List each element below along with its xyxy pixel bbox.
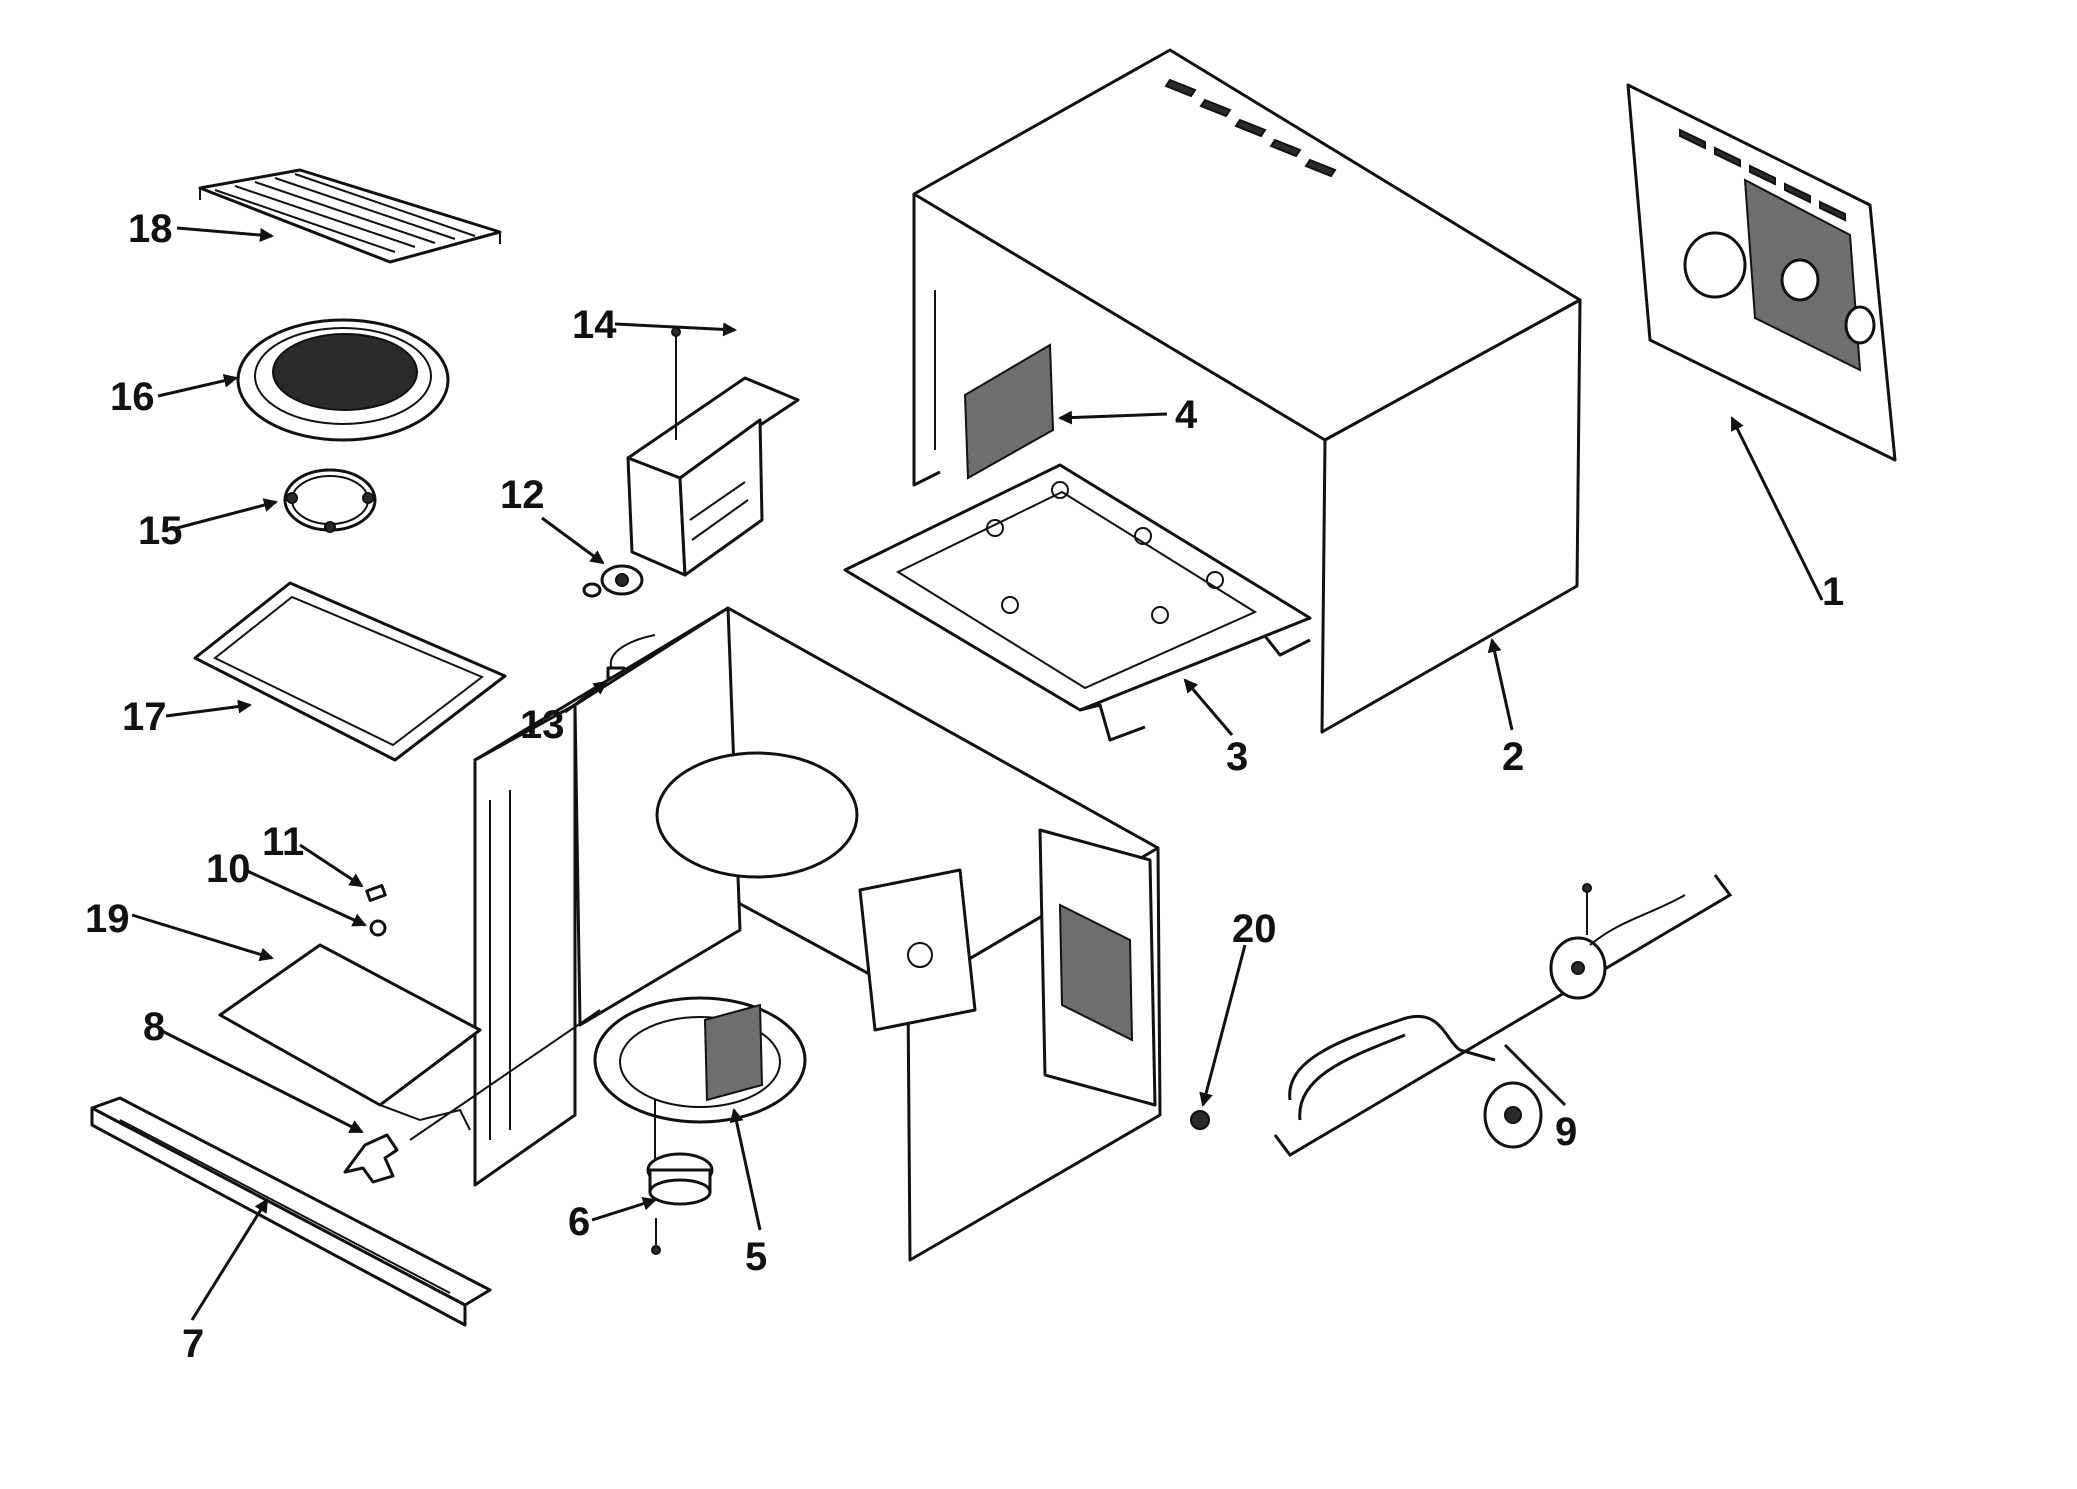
leader-11 <box>299 843 364 888</box>
callout-20: 20 <box>1232 907 1277 951</box>
callout-8: 8 <box>143 1005 165 1049</box>
leader-15 <box>176 498 278 530</box>
leader-8 <box>159 1028 364 1134</box>
callout-5: 5 <box>745 1235 767 1279</box>
leader-lines <box>131 226 1824 1321</box>
front-trim-part <box>90 1096 492 1327</box>
leader-2 <box>1487 638 1514 731</box>
callout-1: 1 <box>1822 570 1844 614</box>
leader-9 <box>1503 1043 1567 1107</box>
leader-4 <box>1058 410 1168 425</box>
rear-panel-part <box>1626 83 1897 462</box>
leader-14 <box>614 322 737 337</box>
turntable-motor-part <box>646 1100 714 1255</box>
leader-1 <box>1730 416 1824 601</box>
callout-4: 4 <box>1175 393 1198 437</box>
baking-tray-part <box>193 581 507 762</box>
leader-19 <box>131 913 274 962</box>
callout-9: 9 <box>1555 1110 1577 1154</box>
oven-rack-part <box>198 168 502 264</box>
callout-18: 18 <box>128 207 173 251</box>
callout-14: 14 <box>572 303 617 347</box>
stirrer-blade-part <box>343 1009 601 1184</box>
callout-13: 13 <box>520 703 565 747</box>
callout-7: 7 <box>182 1322 204 1366</box>
leader-18 <box>176 226 274 242</box>
convection-assembly-part <box>1273 874 1733 1157</box>
stirrer-cover-part <box>703 1003 764 1102</box>
leader-17 <box>165 699 252 718</box>
bracket-part <box>626 327 800 577</box>
callout-19: 19 <box>85 897 130 941</box>
base-plate-part <box>843 463 1312 742</box>
thermal-fuse-part <box>582 564 644 598</box>
leader-7 <box>190 1198 269 1321</box>
leader-6 <box>591 1196 657 1222</box>
oven-cavity-part <box>473 606 1162 1262</box>
heating-element-part <box>218 943 482 1131</box>
callout-15: 15 <box>138 509 183 553</box>
leader-13 <box>564 680 608 714</box>
leader-20 <box>1199 944 1247 1107</box>
roller-ring-part <box>283 468 377 533</box>
waveguide-cover-part <box>963 343 1055 480</box>
leader-10 <box>244 868 367 927</box>
leader-16 <box>157 373 238 398</box>
clip-part <box>365 884 387 937</box>
callout-10: 10 <box>206 847 251 891</box>
leader-5 <box>729 1108 762 1231</box>
grommet-part <box>1190 1110 1210 1130</box>
callout-2: 2 <box>1502 735 1524 779</box>
callout-16: 16 <box>110 375 155 419</box>
callout-3: 3 <box>1226 735 1248 779</box>
turntable-tray-part <box>236 318 450 442</box>
callout-12: 12 <box>500 473 545 517</box>
leader-3 <box>1183 678 1234 736</box>
callout-11: 11 <box>262 820 304 864</box>
callout-17: 17 <box>122 695 167 739</box>
callout-labels: 18 16 15 17 14 12 13 4 3 2 1 11 10 19 8 … <box>85 207 1844 1366</box>
leader-12 <box>541 516 605 565</box>
outer-cabinet-part <box>912 48 1582 734</box>
callout-6: 6 <box>568 1200 590 1244</box>
